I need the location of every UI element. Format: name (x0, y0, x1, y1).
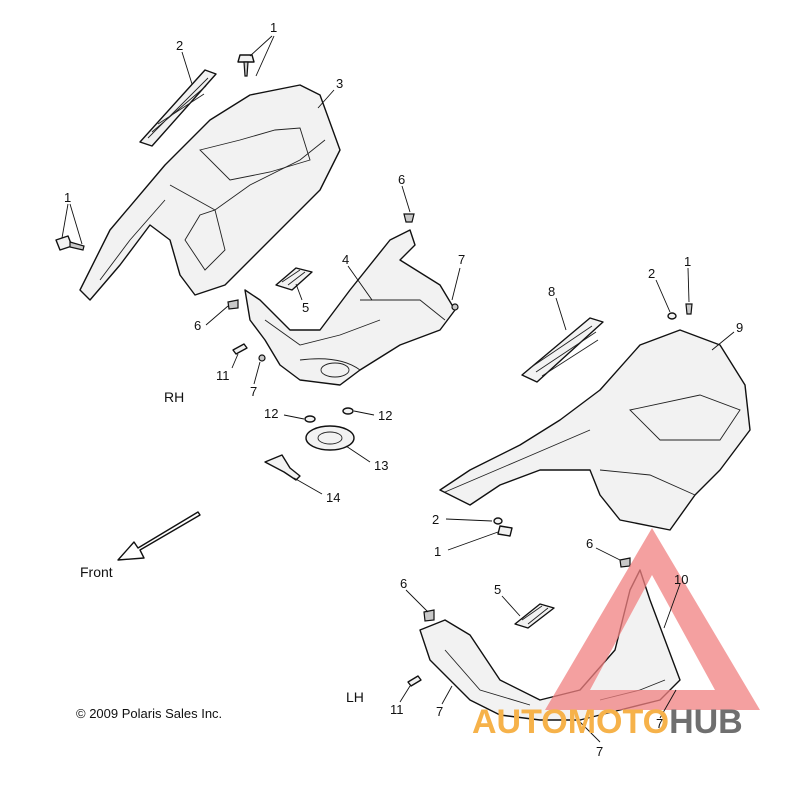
part-1-rh-rivet-left (55, 235, 85, 251)
part-1-lh-rivet-top (685, 303, 693, 315)
callout-1: 1 (434, 544, 441, 559)
part-2-lh-washer-top (667, 312, 677, 320)
callout-7: 7 (596, 744, 603, 759)
callout-12: 12 (264, 406, 278, 421)
part-2-lh-washer (493, 517, 503, 525)
callout-10: 10 (674, 572, 688, 587)
part-6-lh-clip-right (619, 557, 631, 568)
callout-6: 6 (400, 576, 407, 591)
callout-14: 14 (326, 490, 340, 505)
watermark-brand-auto: AUTOMOTO (472, 703, 669, 741)
lh-label: LH (346, 689, 364, 705)
part-11-lh-tab (407, 675, 422, 687)
part-13-grommet (305, 425, 355, 451)
callout-7: 7 (458, 252, 465, 267)
copyright-notice: © 2009 Polaris Sales Inc. (76, 706, 222, 721)
front-label: Front (80, 564, 113, 580)
watermark-brand-hub: HUB (669, 703, 743, 741)
callout-1: 2 (176, 38, 183, 53)
callout-13: 13 (374, 458, 388, 473)
rh-label: RH (164, 389, 184, 405)
callout-1: 1 (64, 190, 71, 205)
callout-2: 2 (432, 512, 439, 527)
callout-6: 6 (194, 318, 201, 333)
callout-4: 4 (342, 252, 349, 267)
part-6-rh-clip-left (227, 299, 239, 310)
part-1-rh-rivet-top (237, 54, 255, 77)
callout-11: 11 (390, 702, 404, 717)
part-12-washer-right (342, 407, 354, 415)
watermark-triangle (545, 528, 760, 710)
callout-7: 7 (436, 704, 443, 719)
part-14-bracket (264, 454, 301, 481)
callout-7: 7 (250, 384, 257, 399)
callout-5: 5 (302, 300, 309, 315)
part-7-rh-screw-2 (451, 303, 459, 311)
callout-2: 2 (648, 266, 655, 281)
watermark-brand: AUTOMOTOHUB (472, 703, 743, 741)
callout-5: 5 (494, 582, 501, 597)
part-6-rh-clip-top (403, 213, 415, 223)
part-11-rh-tab (232, 343, 248, 355)
leader-lines (61, 35, 735, 743)
callout-6: 6 (398, 172, 405, 187)
callout-7: 7 (656, 716, 663, 731)
callout-12: 12 (378, 408, 392, 423)
part-2-rh-vent (139, 69, 217, 147)
callout-8: 8 (548, 284, 555, 299)
part-1-lh-rivet (497, 525, 513, 537)
callout-9: 9 (736, 320, 743, 335)
part-9-lh-side-panel (439, 329, 751, 531)
callout-1: 1 (684, 254, 691, 269)
part-8-lh-vent (521, 317, 604, 383)
callouts: 2 1 3 1 6 4 7 5 6 11 7 12 12 13 14 2 1 8… (64, 20, 743, 759)
part-5-lh-footrest (514, 603, 555, 629)
front-arrow (117, 511, 201, 561)
callout-3: 3 (336, 76, 343, 91)
part-5-rh-footrest (275, 267, 313, 291)
callout-6: 6 (586, 536, 593, 551)
part-12-washer-left (304, 415, 316, 423)
part-7-rh-screw (258, 354, 266, 362)
callout-11: 11 (216, 368, 230, 383)
part-6-lh-clip-left (423, 609, 435, 622)
part-4-rh-footwell (244, 229, 456, 386)
part-3-rh-side-panel (79, 84, 341, 301)
callout-1: 1 (270, 20, 277, 35)
